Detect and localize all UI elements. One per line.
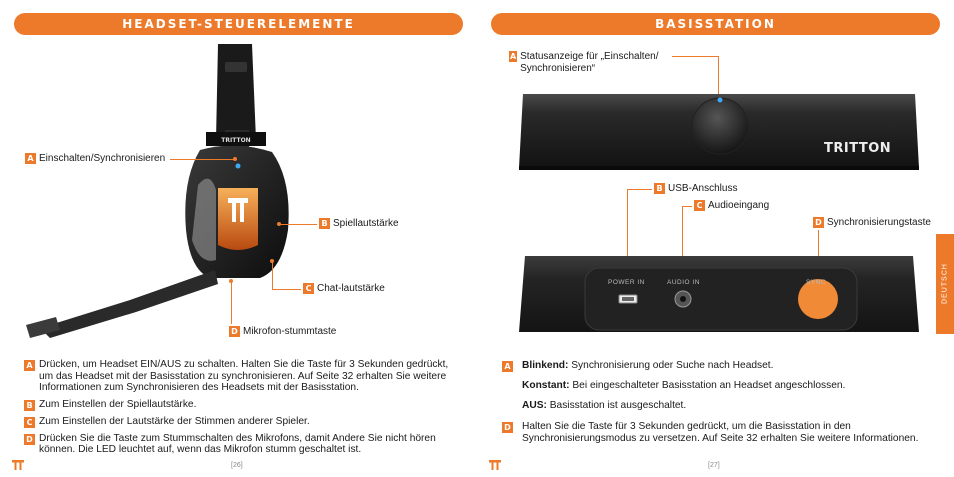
description-text: Blinkend: Synchronisierung oder Suche na… xyxy=(522,360,773,372)
description-row: D Halten Sie die Taste für 3 Sekunden ge… xyxy=(502,421,932,444)
description-text: Halten Sie die Taste für 3 Sekunden gedr… xyxy=(522,421,919,444)
callout-badge-a: A xyxy=(509,51,518,62)
base-station-brand: TRITTON xyxy=(824,141,892,156)
callout-badge-d: D xyxy=(229,326,240,337)
headset-callout-d: D Mikrofon-stummtaste xyxy=(229,326,336,338)
headset-illustration: TRITTON xyxy=(26,44,289,338)
leader-dot xyxy=(270,259,274,263)
leader-line xyxy=(280,224,317,225)
callout-label-power-sync: Einschalten/Synchronisieren xyxy=(39,153,166,164)
tritton-logo-icon xyxy=(12,460,24,470)
description-text: Drücken, um Headset EIN/AUS zu schalten.… xyxy=(39,359,449,393)
callout-badge-d: D xyxy=(813,217,824,228)
headset-callout-c: C Chat-lautstärke xyxy=(303,283,385,295)
right-section-header: Basisstation xyxy=(491,13,940,35)
leader-line xyxy=(272,289,301,290)
tritton-logo-icon xyxy=(489,460,501,470)
leader-line xyxy=(672,56,719,57)
description-badge: D xyxy=(502,422,513,433)
text-aus: Basisstation ist ausgeschaltet. xyxy=(549,399,687,411)
label-blinkend: Blinkend: xyxy=(522,360,569,371)
headset-descriptions: A Drücken, um Headset EIN/AUS zu schalte… xyxy=(24,359,464,461)
description-line-aus: AUS: Basisstation ist ausgeschaltet. xyxy=(522,400,932,412)
page-number-right: [27] xyxy=(708,462,720,469)
leader-line xyxy=(272,262,273,289)
leader-line xyxy=(718,56,719,96)
text-konstant: Bei eingeschalteter Basisstation an Head… xyxy=(572,380,846,391)
label-konstant: Konstant: xyxy=(522,380,570,391)
description-row: A Blinkend: Synchronisierung oder Suche … xyxy=(502,360,932,372)
callout-label-sync-button: Synchronisierungstaste xyxy=(827,217,931,228)
station-callout-b: B USB-Anschluss xyxy=(654,183,737,195)
callout-label-chat-volume: Chat-lautstärke xyxy=(317,283,385,294)
language-side-tab: DEUTSCH xyxy=(936,234,954,334)
description-badge: C xyxy=(24,416,35,428)
page-number-left: [26] xyxy=(231,462,243,469)
callout-label-status-led: Statusanzeige für „Einschalten/ Synchron… xyxy=(520,51,659,74)
headset-callout-b: B Spiellautstärke xyxy=(319,218,399,230)
leader-dot xyxy=(233,157,237,161)
base-station-back-illustration xyxy=(519,256,919,332)
description-badge: B xyxy=(24,399,35,411)
base-station-front-illustration xyxy=(519,94,919,170)
callout-badge-a: A xyxy=(25,153,36,164)
description-row: D Drücken Sie die Taste zum Stummschalte… xyxy=(24,433,464,456)
description-text: Zum Einstellen der Spiellautstärke. xyxy=(39,398,197,410)
description-row: A Drücken, um Headset EIN/AUS zu schalte… xyxy=(24,359,464,394)
svg-text:TRITTON: TRITTON xyxy=(221,137,250,144)
description-text: Zum Einstellen der Lautstärke der Stimme… xyxy=(39,415,310,427)
station-callout-c: C Audioeingang xyxy=(694,200,769,212)
leader-line xyxy=(170,159,235,160)
leader-dot xyxy=(229,279,233,283)
station-descriptions: A Blinkend: Synchronisierung oder Suche … xyxy=(502,360,932,449)
callout-label-usb: USB-Anschluss xyxy=(668,183,738,194)
description-text: Drücken Sie die Taste zum Stummschalten … xyxy=(39,432,436,456)
text-blinkend: Synchronisierung oder Suche nach Headset… xyxy=(571,360,774,371)
callout-label-mic-mute: Mikrofon-stummtaste xyxy=(243,326,337,337)
description-badge: A xyxy=(24,360,35,371)
leader-line xyxy=(682,206,683,299)
leader-line xyxy=(627,189,652,190)
leader-line xyxy=(682,206,692,207)
description-row: C Zum Einstellen der Lautstärke der Stim… xyxy=(24,416,464,428)
port-label-power-in: POWER IN xyxy=(608,279,645,286)
headset-callout-a: A Einschalten/Synchronisieren xyxy=(25,153,165,165)
port-label-audio-in: AUDIO IN xyxy=(667,279,700,286)
label-aus: AUS: xyxy=(522,399,547,411)
callout-badge-c: C xyxy=(303,283,314,294)
callout-badge-b: B xyxy=(654,183,665,194)
callout-badge-c: C xyxy=(694,200,705,211)
description-row: B Zum Einstellen der Spiellautstärke. xyxy=(24,399,464,411)
leader-line xyxy=(231,282,232,324)
leader-line xyxy=(627,189,628,301)
callout-label-audio-in: Audioeingang xyxy=(708,200,770,211)
left-section-header: Headset-Steuerelemente xyxy=(14,13,463,35)
port-label-sync: SYNC xyxy=(806,279,827,286)
callout-label-game-volume: Spiellautstärke xyxy=(333,218,399,229)
callout-badge-b: B xyxy=(319,218,330,229)
station-callout-a: A Statusanzeige für „Einschalten/ Synchr… xyxy=(509,51,679,75)
station-callout-d: D Synchronisierungstaste xyxy=(813,217,931,229)
description-badge: A xyxy=(502,361,513,372)
description-badge: D xyxy=(24,433,35,445)
description-line-konstant: Konstant: Bei eingeschalteter Basisstati… xyxy=(522,380,932,392)
leader-dot xyxy=(277,222,281,226)
